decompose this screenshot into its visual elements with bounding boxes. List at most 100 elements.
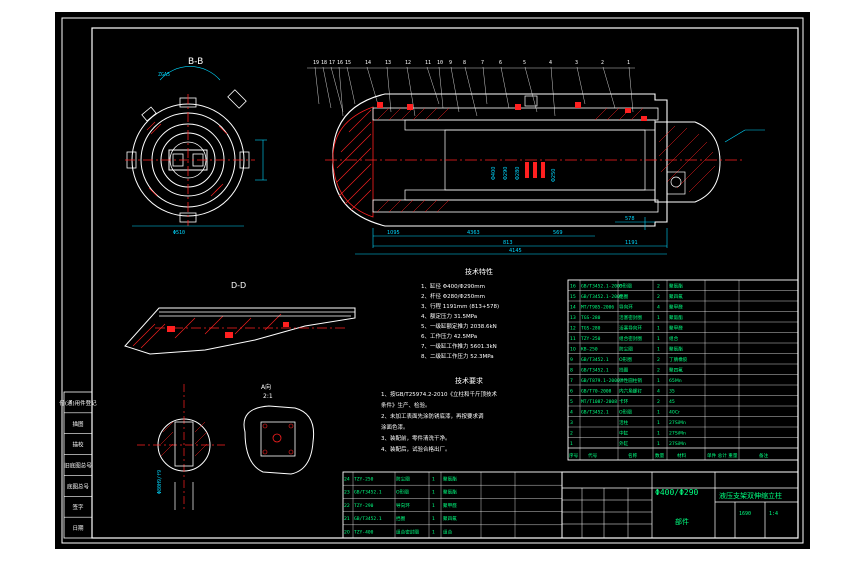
bom-cell: 5 [570, 399, 573, 405]
bom-cell: 27SiMn [669, 441, 686, 447]
bom-cell: 35 [669, 389, 675, 395]
bom-cell: 7 [570, 378, 573, 384]
bom-cell: 1 [657, 347, 660, 353]
svg-text:Φ280: Φ280 [515, 167, 521, 180]
bom-cell: 27SiMn [669, 420, 686, 426]
side-label: 日期 [72, 525, 84, 532]
balloon: 16 [337, 60, 343, 66]
tech-req-item: 3、装配前，零件清洗干净。 [381, 434, 451, 442]
tech-spec-item: 1、缸径 Φ400/Φ290mm [421, 282, 485, 290]
balloon: 1 [627, 60, 630, 66]
bom-cell: 6 [570, 389, 573, 395]
bb-dia-dim: Φ510 [173, 230, 185, 236]
bom-cell: 4 [570, 410, 573, 416]
bom-cell: 45 [669, 399, 675, 405]
balloon: 13 [385, 60, 391, 66]
bom-cell: 15 [570, 294, 576, 300]
bom-cell: 1 [657, 336, 660, 342]
bom-cell: 12 [570, 326, 576, 332]
bom-cell: 1 [657, 315, 660, 321]
bom-cell: 16 [570, 284, 576, 290]
bom-cell: 3 [570, 420, 573, 426]
tech-spec-item: 2、杆径 Φ280/Φ250mm [421, 292, 485, 300]
bom-cell: 4 [657, 389, 660, 395]
bom-cell: 4 [657, 305, 660, 311]
title-block: Φ400/Φ290 液压支架双伸缩立柱 1690 1:4 部件 [561, 471, 799, 539]
bom-cell: 外缸 [619, 440, 629, 447]
side-label: 描图 [72, 420, 84, 428]
side-label: 签字 [72, 503, 84, 511]
dim-stroke: 1191 [625, 240, 638, 246]
tech-req-item: 2、未加工表面先涂防锈底漆，再按要求调 [381, 412, 484, 420]
bom-cell: 聚氨酯 [669, 314, 683, 321]
bom-cell: O形圈 [619, 409, 632, 416]
tech-req-item: 条件》生产、检验。 [381, 401, 431, 409]
bom-header-cell: 序号 [569, 452, 579, 459]
bom-cell: GB/T3452.1-2005 [581, 284, 623, 290]
tech-req-item: 4、装配后，试验合格出厂。 [381, 445, 451, 453]
tech-spec-item: 3、行程 1191mm (813+578) [421, 302, 499, 310]
detail-a-view: A向 2:1 [243, 383, 315, 475]
balloon: 5 [523, 60, 526, 66]
bom-cell: 聚氨酯 [669, 346, 683, 353]
bom-cell: 2 [657, 368, 660, 374]
title-part-name: 部件 [675, 517, 689, 526]
tech-spec-item: 5、一级缸额定推力 2038.6kN [421, 322, 497, 330]
balloon: 9 [449, 60, 452, 66]
lower-bom-cell: 导向环 [396, 502, 410, 509]
bom-header-cell: 名称 [628, 452, 638, 459]
balloon: 19 [313, 60, 319, 66]
bom-cell: KB-250 [581, 347, 598, 353]
lower-bom-cell: 1 [432, 477, 435, 483]
tech-req-item: 1、按GB/T25974.2-2010《立柱和千斤顶技术 [381, 390, 497, 398]
section-dd-label: D-D [231, 281, 246, 290]
bom-cell: 卡环 [619, 398, 629, 405]
dim-left-len: 1095 [387, 230, 400, 236]
tech-spec-item: 6、工作压力 42.5MPa [421, 332, 477, 340]
bom-cell: 聚甲醛 [669, 325, 683, 332]
bb-angle-dim: ZGA5 [158, 72, 170, 78]
side-label: 描校 [72, 441, 84, 449]
bom-cell: 13 [570, 315, 576, 321]
balloon: 17 [329, 60, 335, 66]
lower-bom-cell: 聚甲醛 [443, 502, 457, 509]
dim-inner-a: 4363 [467, 230, 480, 236]
bom-cell: GB/T879.1-2000 [581, 378, 620, 384]
drawing-sheet: 借(通)用件登记描图描校旧底图总号底图总号签字日期 B-B [55, 12, 810, 549]
bom-cell: 聚氨酯 [669, 283, 683, 290]
tech-req-block: 技术要求 1、按GB/T25974.2-2010《立柱和千斤顶技术 条件》生产、… [381, 376, 497, 453]
bom-cell: 聚四氟 [669, 293, 683, 300]
balloon: 8 [463, 60, 466, 66]
bom-cell: MT/T1087-2008 [581, 399, 617, 405]
bom-cell: 组合密封圈 [619, 335, 642, 342]
section-dd-view: D-D [124, 281, 356, 355]
bom-cell: 2 [657, 284, 660, 290]
bom-cell: 挡圈 [619, 293, 629, 300]
tech-req-item: 涂面色漆。 [381, 423, 409, 431]
lower-bom-cell: 1 [432, 529, 435, 535]
detail-a-label: A向 [261, 383, 271, 391]
bom-cell: TGS-280 [581, 315, 601, 321]
bom-cell: 1 [657, 441, 660, 447]
bom-cell: 2 [657, 399, 660, 405]
bom-cell: 组合 [669, 335, 679, 342]
dim-total: 4145 [509, 248, 522, 254]
lower-bom-cell: 1 [432, 503, 435, 509]
svg-text:Φ250: Φ250 [551, 169, 557, 182]
bom-cell: GB/T3452.1 [581, 368, 609, 374]
bom-cell: 65Mn [669, 378, 682, 384]
bom-cell: 1 [657, 431, 660, 437]
outer-frame [61, 17, 804, 544]
lower-bom-cell: 1 [432, 516, 435, 522]
lower-bom-cell: 21 [344, 516, 350, 522]
svg-text:Φ290: Φ290 [503, 167, 509, 180]
tech-spec-item: 7、一级缸工作推力 5601.3kN [421, 342, 497, 350]
bom-cell: O形圈 [619, 283, 632, 290]
dim-right-len: 813 [503, 240, 513, 246]
bom-cell: 2 [570, 431, 573, 437]
bom-cell: 导向环 [619, 304, 633, 311]
dim-seg-a: 569 [553, 230, 563, 236]
